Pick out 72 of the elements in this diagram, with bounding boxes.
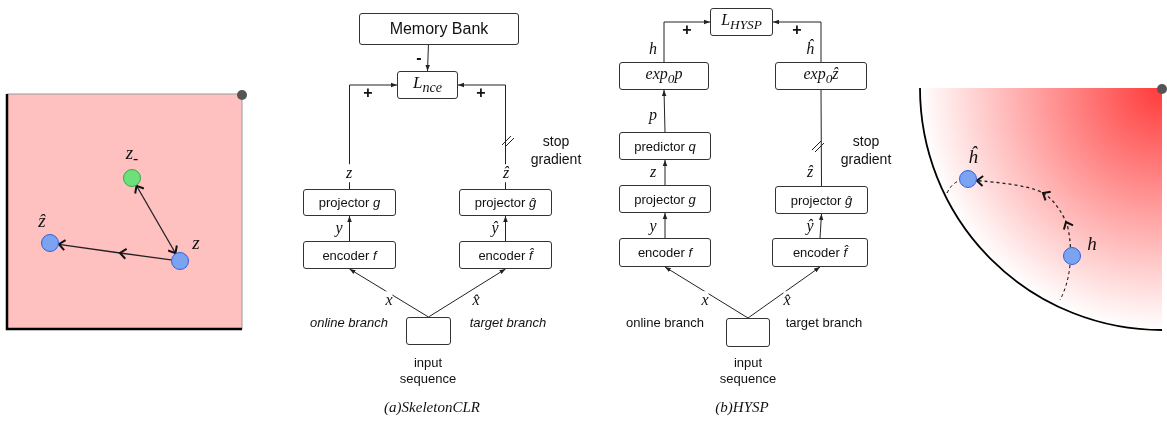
annotation: stop gradient xyxy=(529,131,583,169)
arrow xyxy=(662,159,668,186)
process-box xyxy=(619,62,709,90)
process-box xyxy=(459,241,552,269)
arrow xyxy=(661,89,667,133)
figure-caption: (b)HYSP xyxy=(715,398,769,416)
arrow xyxy=(663,19,711,63)
box-label: encoder f̂ xyxy=(792,245,848,260)
branch-label: target branch xyxy=(469,315,547,331)
input-box xyxy=(406,317,451,345)
branch-label: online branch xyxy=(625,315,705,331)
arrow xyxy=(349,82,398,190)
box-label: L$_{nce}$ xyxy=(412,73,443,97)
branch-label: online branch xyxy=(309,315,389,331)
input-box xyxy=(726,318,770,347)
arrow xyxy=(349,268,429,318)
process-box xyxy=(359,13,519,45)
point-label: z xyxy=(192,232,200,254)
sign-label: + xyxy=(792,21,802,39)
box-label: projector g xyxy=(318,195,381,210)
process-box xyxy=(619,132,711,160)
box-label: projector g xyxy=(634,191,696,207)
process-box xyxy=(772,238,868,267)
process-box xyxy=(303,241,396,269)
edge-label: ŷ xyxy=(491,219,499,237)
box-label: exp$_{0}$p xyxy=(645,64,683,88)
annotation: stop gradient xyxy=(839,131,893,169)
point-label: ĥ xyxy=(968,146,978,168)
sign-label: + xyxy=(363,84,373,102)
process-box xyxy=(459,189,552,216)
point-label: z$_{-}$ xyxy=(125,142,139,168)
arrow xyxy=(457,82,506,190)
box-label: encoder f xyxy=(637,245,693,260)
branch-label: target branch xyxy=(785,315,863,331)
arrow xyxy=(662,212,668,239)
point-label: h xyxy=(1087,233,1097,255)
process-box xyxy=(303,189,396,216)
box-label: predictor q xyxy=(634,138,696,154)
figure-caption: (a)SkeletonCLR xyxy=(384,398,480,416)
vector-arrow xyxy=(134,184,178,255)
sign-label: + xyxy=(682,21,692,39)
edge-label: ẑ xyxy=(502,164,510,182)
vector-arrow xyxy=(976,175,1074,248)
point-label: ẑ xyxy=(38,210,46,232)
arrow xyxy=(747,266,821,319)
process-box xyxy=(710,8,773,36)
box-label: encoder f xyxy=(322,247,377,263)
arrow xyxy=(818,213,824,239)
process-box xyxy=(775,186,868,214)
process-box xyxy=(775,62,867,90)
process-box xyxy=(619,238,711,267)
box-caption: input sequence xyxy=(398,355,458,388)
arrow xyxy=(428,268,506,318)
box-label: projector ĝ xyxy=(790,192,853,208)
box-label: exp$_{0}$ẑ xyxy=(803,64,839,88)
box-label: Memory Bank xyxy=(389,20,489,38)
box-label: L$_{HYSP}$ xyxy=(721,10,762,34)
edge-label: z xyxy=(345,164,353,182)
edge-label: - xyxy=(415,49,423,67)
arrow xyxy=(772,19,822,63)
arrow xyxy=(664,266,749,319)
process-box xyxy=(397,71,458,99)
edge-label: ŷ xyxy=(806,217,814,235)
arrow xyxy=(425,44,430,72)
process-box xyxy=(619,185,711,213)
box-label: encoder f̂ xyxy=(478,247,533,263)
sign-label: + xyxy=(476,84,486,102)
box-label: projector ĝ xyxy=(474,195,537,210)
box-caption: input sequence xyxy=(718,355,778,388)
arrow xyxy=(347,215,352,242)
vector-arrow xyxy=(58,239,172,261)
arrow xyxy=(503,215,508,242)
